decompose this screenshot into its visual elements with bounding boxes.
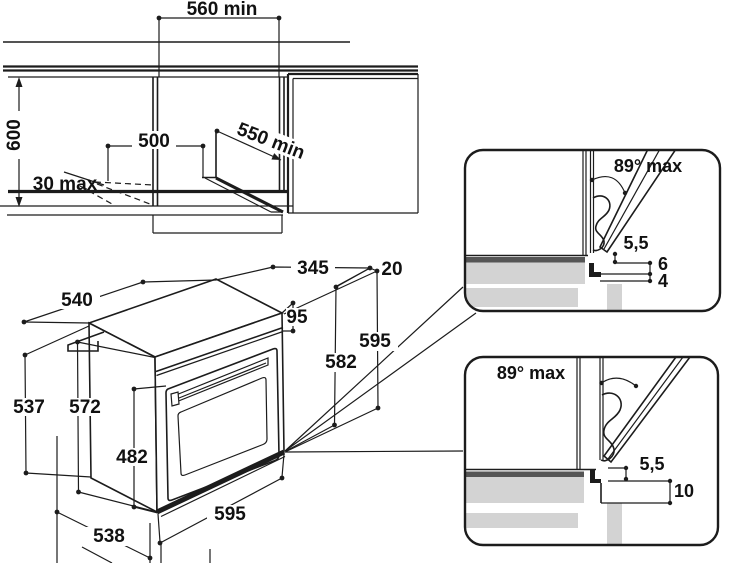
detail-view-bottom: 89° max 5,5 10 [463, 355, 720, 547]
door-window [177, 376, 268, 477]
ledge-dim-lines [600, 262, 651, 282]
dim-20: 20 [283, 259, 403, 315]
detail-top-6-label: 6 [658, 254, 668, 274]
cabinet-panel-section [582, 150, 595, 256]
dim-95: 95 [281, 300, 309, 334]
detail-top-border [463, 148, 722, 313]
dim-540: 540 [21, 279, 217, 325]
control-panel-line2 [156, 330, 284, 377]
dim-550-min: 550 min [214, 115, 316, 166]
open-door-inner-line [607, 357, 684, 460]
shelf-panel [465, 477, 584, 503]
dim-537: 537 [8, 325, 92, 478]
dim-595-right-label: 595 [359, 331, 391, 352]
oven-perspective-view: 540 537 572 482 345 [8, 258, 477, 563]
dim-550-label: 550 min [234, 119, 308, 164]
detail-bottom-angle-label: 89° max [497, 363, 565, 383]
shelf-panel [465, 262, 585, 284]
front-ledge-foot [590, 479, 601, 483]
shelf-dark-strip [465, 257, 585, 263]
cutout-section-view: 560 min 600 500 [0, 0, 419, 234]
door-handle [170, 357, 269, 407]
dim-572: 572 [63, 339, 158, 513]
dim-538-label: 538 [93, 526, 125, 547]
dim-600-label: 600 [4, 119, 25, 151]
detail-top-4-label: 4 [658, 271, 668, 291]
detail-bottom-border [463, 355, 720, 547]
lower-panel [465, 288, 578, 307]
front-ledge [589, 263, 594, 277]
extension-tails [56, 513, 211, 563]
niche-recess-shape [202, 131, 284, 214]
dim-582-label: 582 [325, 352, 357, 373]
detail-bottom-55-label: 5,5 [639, 454, 664, 474]
lower-panel [465, 513, 578, 528]
door-clearance-dim [608, 467, 627, 479]
front-ledge [590, 470, 595, 483]
control-panel-line [155, 326, 284, 373]
dim-538: 538 [54, 436, 153, 563]
step-dim-lines [601, 480, 671, 504]
dim-500: 500 [105, 131, 206, 181]
dim-482: 482 [110, 385, 167, 514]
detail-callout-lines [284, 286, 477, 453]
detail-top-55-label: 5,5 [623, 233, 648, 253]
oven-bottom-band [155, 449, 286, 515]
dim-595-bottom-label: 595 [214, 504, 246, 525]
dim-572-label: 572 [69, 397, 101, 418]
oven-door [165, 347, 280, 502]
dim-345-label: 345 [297, 258, 329, 279]
dim-540-label: 540 [61, 290, 93, 311]
door-swing-30max: 30 max [33, 171, 154, 205]
dim-30max-label: 30 max [33, 174, 98, 195]
open-door [598, 150, 678, 254]
detail-top-angle-label: 89° max [614, 156, 682, 176]
oven-bottom-line2 [160, 455, 286, 518]
dim-595-right: 595 [285, 270, 398, 453]
dim-20-label: 20 [381, 259, 402, 280]
angle-arc [601, 377, 637, 387]
divider-panel [607, 503, 622, 545]
dim-560-label: 560 min [187, 0, 258, 20]
dim-95-label: 95 [286, 307, 308, 328]
dim-345: 345 [215, 258, 373, 288]
detail-bottom-10-label: 10 [674, 481, 694, 501]
front-ledge-foot [589, 272, 601, 277]
dim-582: 582 [285, 267, 371, 452]
angle-arc [591, 176, 626, 194]
divider-panel [607, 284, 622, 311]
open-door-inner-line [603, 150, 661, 250]
dim-537-label: 537 [13, 397, 45, 418]
shelf-dark-strip [465, 471, 584, 477]
dim-482-label: 482 [116, 447, 148, 468]
dim-600: 600 [4, 77, 25, 207]
dim-560-min: 560 min [156, 0, 282, 77]
dim-500-label: 500 [138, 131, 170, 152]
oven-rear-notch [67, 331, 105, 352]
cabinet-panel-section [576, 357, 604, 470]
detail-view-top: 89° max 5,5 6 4 [463, 148, 722, 313]
plinth-lines [152, 215, 283, 234]
hinge-shape [592, 195, 611, 252]
hinge-shape [600, 392, 622, 462]
dim-595-bottom: 595 [157, 453, 285, 546]
